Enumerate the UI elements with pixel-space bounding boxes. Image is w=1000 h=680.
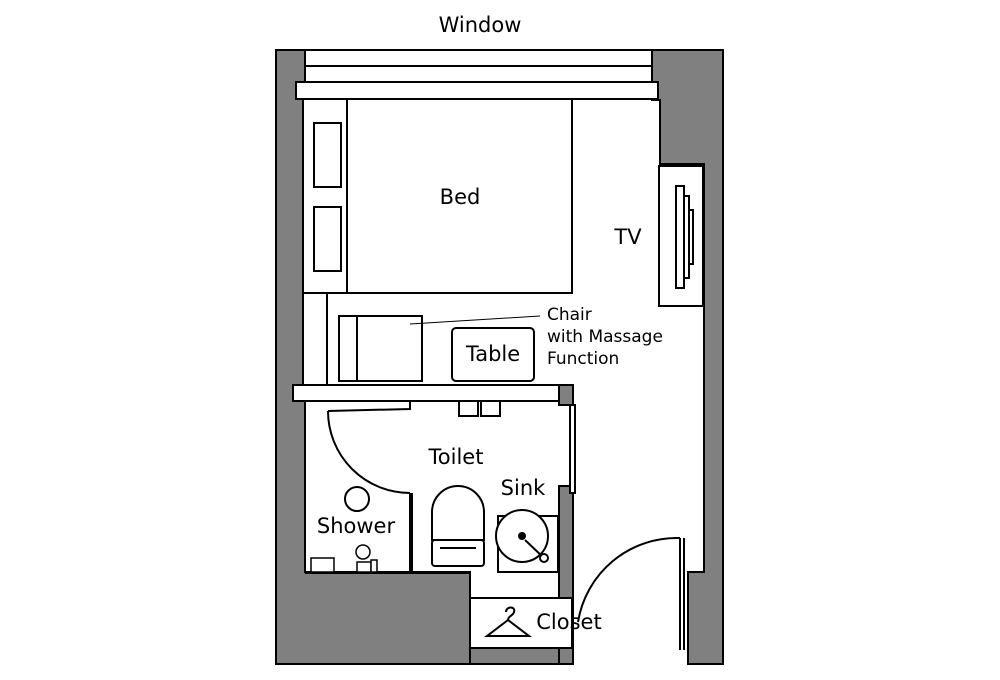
bed-label: Bed <box>440 185 481 209</box>
sink-label: Sink <box>501 476 546 500</box>
tv-icon <box>658 165 704 307</box>
closet-label: Closet <box>536 610 601 634</box>
bed <box>302 98 573 294</box>
hanger-icon <box>484 606 532 637</box>
sink <box>495 509 559 573</box>
shower-label: Shower <box>317 514 396 538</box>
toilet-label: Toilet <box>428 445 484 469</box>
table <box>451 327 535 382</box>
shower-head <box>344 486 370 512</box>
faucet-icon <box>310 544 378 573</box>
massage-chair <box>338 315 423 382</box>
shower-door <box>327 401 413 572</box>
window <box>304 49 653 83</box>
entry-door <box>577 536 685 650</box>
curtain-rail <box>295 81 659 100</box>
window-label: Window <box>439 13 522 37</box>
toilet <box>431 485 485 567</box>
partition-wall <box>292 384 560 402</box>
table-label: Table <box>465 342 520 366</box>
closet-box <box>469 597 573 649</box>
bathroom-sliding-door <box>569 404 576 572</box>
chair-label: Chair with Massage Function <box>547 305 668 369</box>
tv-label: TV <box>613 225 642 249</box>
